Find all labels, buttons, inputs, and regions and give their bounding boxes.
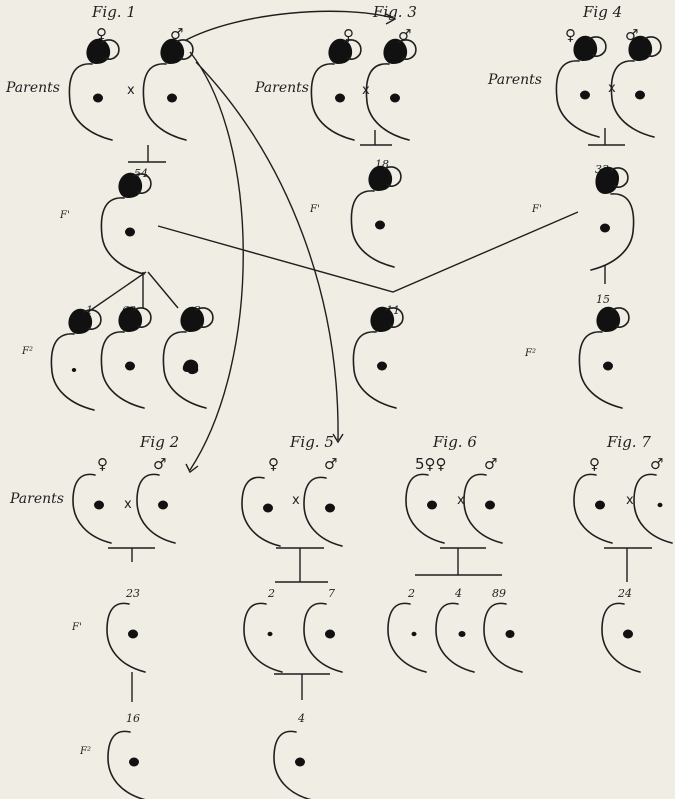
fig1-f2-fly-1 (50, 307, 102, 411)
fig2-female-symbol: ♀ (97, 455, 108, 473)
fig4-f1-label: F' (531, 204, 542, 215)
fig5-f2-fly (273, 730, 313, 799)
fig1-f2-fly-2 (100, 305, 152, 409)
fig7-male-symbol: ♂ (650, 455, 663, 473)
fig1-f1-label: F' (59, 210, 70, 221)
figure-6: Fig. 6 5♀♀ ♂ x 2 4 89 (387, 433, 523, 673)
fig5-male-symbol: ♂ (324, 455, 337, 473)
fig5-f1-count-1: 2 (267, 587, 275, 600)
fig2-male-symbol: ♂ (153, 455, 166, 473)
fig2-f2-count: 16 (126, 712, 140, 725)
fig5-f2-count: 4 (297, 712, 305, 725)
fig7-cross-sign: x (626, 493, 634, 508)
fig6-f1-count-3: 89 (492, 587, 506, 600)
fig1-male-parent (142, 37, 194, 141)
fig3-male-parent (365, 37, 417, 141)
fig3-female-symbol: ♀ (343, 26, 354, 44)
fig4-f1-fly (590, 165, 635, 271)
fig4-male-parent (610, 34, 662, 138)
fig6-female-symbol: 5♀♀ (415, 455, 447, 473)
fig4-f2-fly (578, 305, 630, 409)
fig4-parents-label: Parents (487, 72, 542, 88)
fig2-title: Fig 2 (139, 433, 179, 451)
fig6-title: Fig. 6 (432, 433, 477, 451)
fig5-f1-count-2: 7 (328, 587, 335, 600)
cross-arrows (185, 10, 397, 474)
fig5-title: Fig. 5 (289, 433, 334, 451)
combined-f2-fly (352, 305, 404, 409)
fig4-f2-count: 15 (596, 293, 610, 306)
fig6-f1-count-2: 4 (454, 587, 462, 600)
figure-7: Fig. 7 ♀ ♂ x 24 (573, 433, 673, 673)
figure-3: Fig. 3 ♀ ♂ Parents x 18 F' (254, 3, 417, 268)
fig1-f2-label: F² (21, 346, 33, 357)
fig6-f1-fly-3 (483, 602, 523, 673)
fig2-f1-count: 23 (125, 587, 140, 600)
fig6-cross-sign: x (457, 493, 465, 508)
fig3-parents-label: Parents (254, 80, 309, 96)
fig2-male-parent (136, 473, 176, 544)
combined-f2: 11 (157, 211, 579, 409)
fig4-title: Fig 4 (582, 3, 622, 21)
fig2-f2-label: F² (79, 746, 91, 757)
fig3-title: Fig. 3 (372, 3, 417, 21)
fig7-f1-fly (601, 602, 641, 673)
fig6-f1-count-1: 2 (407, 587, 415, 600)
fig5-f1-fly-2 (303, 602, 343, 673)
fig1-cross-sign: x (127, 83, 135, 98)
fig2-f1-label: F' (71, 622, 82, 633)
fig5-cross-sign: x (292, 493, 300, 508)
fig1-parents-label: Parents (5, 80, 60, 96)
fig7-female-symbol: ♀ (589, 455, 600, 473)
fig1-f2-fly-3 (162, 305, 214, 409)
fig5-female-parent (241, 476, 281, 547)
fig3-f1-label: F' (309, 204, 320, 215)
fig4-female-parent (555, 34, 607, 138)
fig4-female-symbol: ♀ (565, 26, 576, 44)
fig7-male-parent (633, 473, 673, 544)
figure-2: Fig 2 ♀ ♂ Parents x 23 F' 16 F² (9, 433, 179, 799)
figure-1: Fig. 1 ♀ ♂ Parents x 54 F' 1 68 2 F² (5, 3, 214, 411)
figure-5: Fig. 5 ♀ ♂ x 2 7 4 (241, 433, 343, 799)
fig1-female-parent (68, 37, 120, 141)
fig6-male-parent (463, 473, 503, 544)
fig5-male-parent (303, 476, 343, 547)
fig4-f2-label: F² (524, 348, 536, 359)
fig2-parents-label: Parents (9, 491, 64, 507)
fig2-cross-sign: x (124, 497, 132, 512)
fig3-f1-fly (350, 164, 402, 268)
fig6-female-parent (405, 473, 445, 544)
fig7-title: Fig. 7 (606, 433, 651, 451)
fig1-title: Fig. 1 (91, 3, 136, 21)
figure-4: Fig 4 ♀ ♂ Parents x 33 F' 15 F² (487, 3, 662, 409)
fig6-f1-fly-1 (387, 602, 427, 673)
fig2-f2-fly (107, 730, 147, 799)
fig5-female-symbol: ♀ (268, 455, 279, 473)
fig6-f1-fly-2 (435, 602, 475, 673)
fig2-f1-fly (106, 602, 146, 673)
fig5-f1-fly-1 (243, 602, 283, 673)
fig1-male-symbol: ♂ (170, 25, 183, 43)
fig2-female-parent (72, 473, 112, 544)
fig7-f1-count: 24 (617, 587, 632, 600)
fig1-female-symbol: ♀ (96, 25, 107, 43)
fig6-male-symbol: ♂ (484, 455, 497, 473)
fig1-f1-fly (100, 171, 152, 275)
fig7-female-parent (573, 473, 613, 544)
fig3-female-parent (310, 37, 362, 141)
